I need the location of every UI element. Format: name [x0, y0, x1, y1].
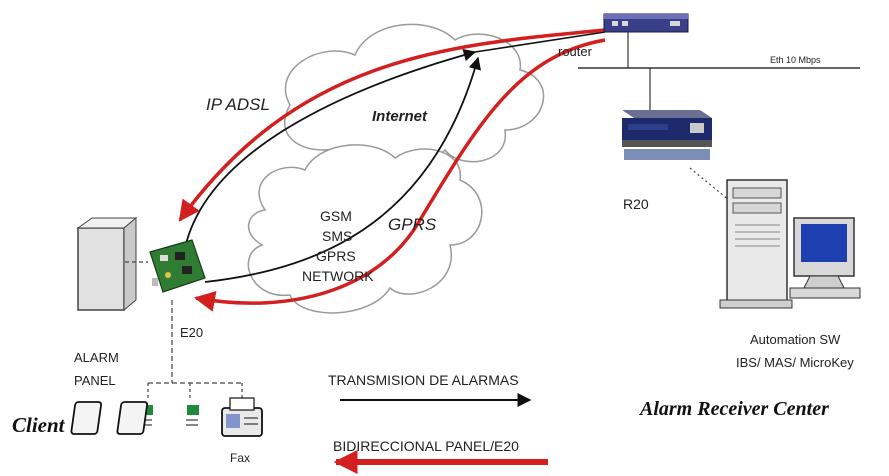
client-title: Client — [12, 413, 65, 437]
gsm-label: GSM — [320, 208, 352, 224]
e20-board — [149, 239, 206, 293]
gprs-network-label: GPRS — [316, 248, 356, 264]
legend-transmission-label: TRANSMISION DE ALARMAS — [328, 372, 519, 388]
automation-products-label: IBS/ MAS/ MicroKey — [736, 355, 854, 370]
receiver-center-title: Alarm Receiver Center — [640, 398, 829, 420]
alarm-panel-cabinet — [76, 216, 138, 312]
fax-icon — [221, 397, 263, 437]
automation-pc — [719, 179, 861, 309]
automation-sw-label: Automation SW — [750, 332, 841, 347]
ethernet-label: Eth 10 Mbps — [770, 55, 821, 65]
telephone-icon — [116, 401, 199, 435]
router-link-line — [474, 31, 606, 53]
legend-bidirectional-label: BIDIRECCIONAL PANEL/E20 — [333, 438, 519, 454]
e20-label: E20 — [180, 325, 204, 340]
gprs-black-line — [204, 56, 482, 283]
router-device — [603, 13, 689, 33]
internet-label: Internet — [372, 108, 428, 125]
adsl-red-line — [178, 28, 606, 222]
gprs-red-line — [193, 38, 606, 312]
sms-label: SMS — [322, 228, 353, 244]
router-label: router — [558, 44, 592, 59]
r20-label: R20 — [623, 196, 649, 212]
ip-adsl-label: IP ADSL — [206, 95, 270, 114]
gprs-label: GPRS — [388, 215, 437, 234]
alarm-label: ALARM — [74, 350, 119, 365]
r20-receiver-device — [622, 110, 712, 160]
panel-label: PANEL — [74, 373, 116, 388]
network-label: NETWORK — [302, 268, 374, 284]
fax-label: Fax — [230, 451, 251, 465]
